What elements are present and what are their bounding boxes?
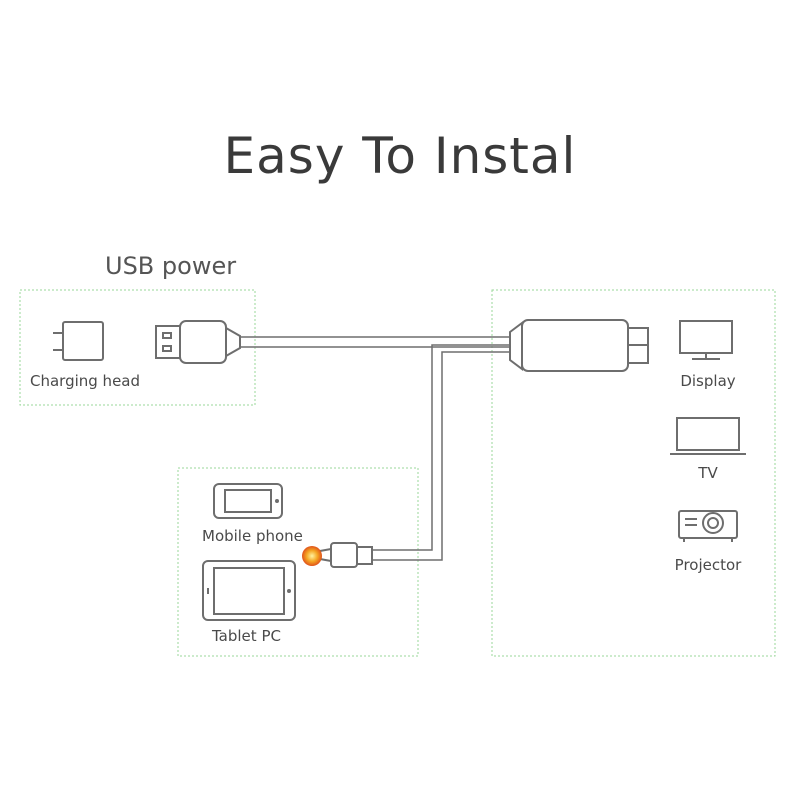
display-label: Display: [680, 372, 736, 390]
projector-icon: [678, 510, 738, 542]
connector-tip-glow-icon: [302, 546, 322, 566]
mobile-phone-label: Mobile phone: [202, 527, 303, 545]
page-title: Easy To Instal: [223, 127, 577, 185]
lightning-connector-icon: [319, 542, 373, 568]
display-monitor-icon: [679, 320, 733, 360]
usb-connector-icon: [155, 320, 241, 364]
tablet-icon: [202, 560, 296, 621]
tv-label: TV: [698, 464, 718, 482]
source-devices-box: [177, 467, 419, 657]
charging-head-label: Charging head: [30, 372, 141, 390]
tv-icon: [670, 417, 746, 455]
hdmi-connector-icon: [509, 319, 649, 372]
charging-head-icon: [53, 321, 104, 361]
usb-power-heading: USB power: [105, 252, 237, 280]
mobile-phone-icon: [213, 483, 283, 519]
projector-label: Projector: [674, 556, 742, 574]
cable-lines: [240, 336, 510, 561]
display-devices-box: [491, 289, 776, 657]
tablet-label: Tablet PC: [212, 627, 281, 645]
